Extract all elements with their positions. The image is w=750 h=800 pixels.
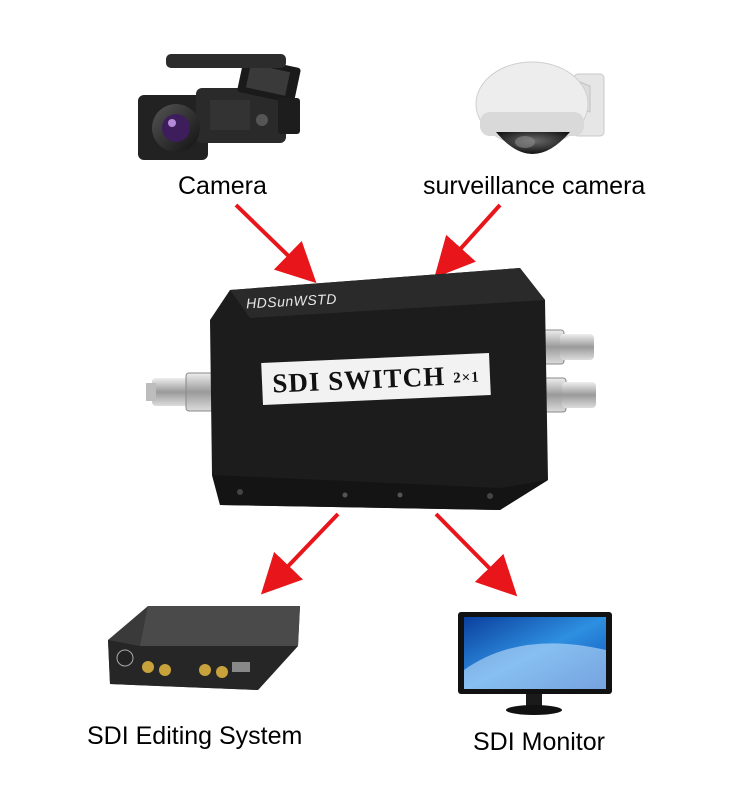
device-label-text: SDI SWITCH [271,360,446,399]
bnc-connector-input [146,372,217,412]
monitor-label: SDI Monitor [473,728,605,756]
device-label-sub: 2×1 [452,368,481,387]
camera-label: Camera [178,172,267,200]
dome-camera-icon [475,61,605,154]
arrow-switch-to-editing [260,512,340,595]
surveillance-camera-label: surveillance camera [423,172,646,200]
camcorder-icon [138,54,301,160]
sdi-switch-device [146,268,596,510]
arrow-surveillance-to-switch [434,203,502,278]
arrow-camera-to-switch [234,203,317,284]
arrow-switch-to-monitor [434,512,518,597]
monitor-icon [458,612,612,715]
editing-system-icon [108,606,300,690]
editing-system-label: SDI Editing System [87,722,303,750]
